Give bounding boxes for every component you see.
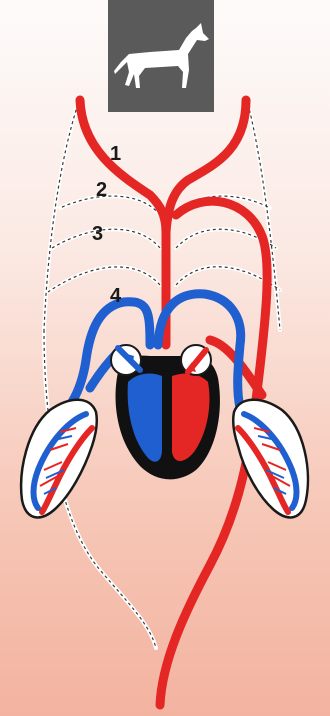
- right-lung: [233, 400, 308, 518]
- heart: [111, 345, 220, 479]
- left-lung: [21, 400, 97, 518]
- arch-label-3: 3: [92, 223, 103, 245]
- arch-label-1: 1: [110, 143, 121, 165]
- left-carotid-artery: [80, 100, 166, 232]
- arch-label-4: 4: [110, 285, 122, 307]
- right-atrium: [111, 345, 141, 375]
- animal-icon-panel: [108, 0, 214, 112]
- arch-3-left: [52, 229, 160, 248]
- arch-1-ductus-left: [44, 104, 78, 330]
- arch-4-reduced-left: [48, 267, 160, 292]
- arch-label-2: 2: [96, 179, 107, 201]
- arch-2-left: [60, 196, 160, 215]
- left-atrium: [181, 345, 211, 375]
